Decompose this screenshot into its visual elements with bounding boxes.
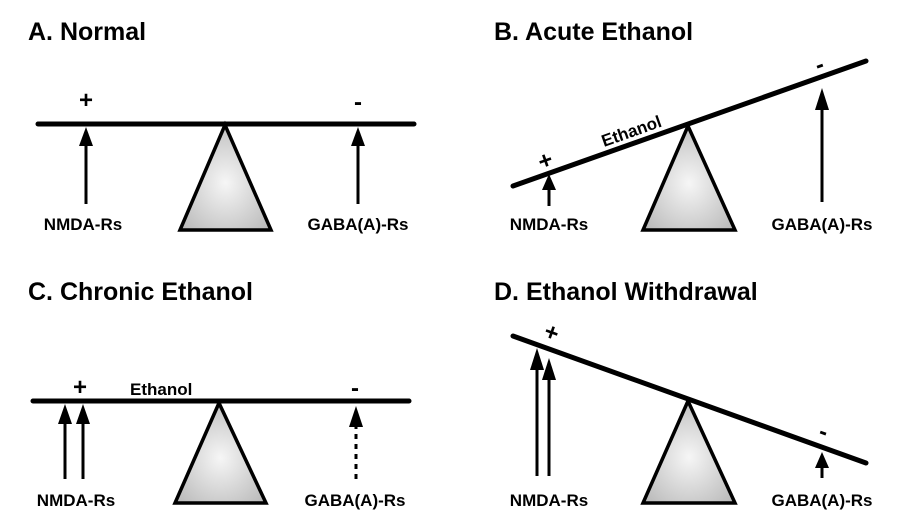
nmda-arrow [79, 127, 93, 204]
fulcrum [177, 120, 274, 232]
fulcrum [640, 396, 738, 505]
nmda-arrow [542, 358, 556, 476]
panel-b: B. Acute Ethanol Ethanol + - NMDA-Rs GAB… [494, 18, 873, 234]
nmda-arrow [76, 404, 90, 479]
minus-sign: - [811, 51, 828, 79]
minus-sign: - [351, 375, 359, 402]
gaba-label: GABA(A)-Rs [771, 491, 872, 510]
ethanol-label: Ethanol [130, 380, 192, 399]
gaba-label: GABA(A)-Rs [304, 491, 405, 510]
minus-sign: - [354, 89, 362, 116]
gaba-arrow-dashed [349, 406, 363, 479]
nmda-label: NMDA-Rs [510, 215, 588, 234]
seesaw-beam [510, 333, 869, 466]
plus-sign: + [534, 146, 556, 176]
seesaw-beam [510, 58, 869, 189]
gaba-arrow [815, 452, 829, 478]
panel-b-title: B. Acute Ethanol [494, 18, 693, 46]
panel-d: D. Ethanol Withdrawal + - NMDA-Rs GABA(A… [494, 278, 873, 510]
gaba-arrow [351, 127, 365, 204]
gaba-label: GABA(A)-Rs [307, 215, 408, 234]
panel-a-title: A. Normal [28, 18, 146, 46]
plus-sign: + [79, 87, 93, 114]
fulcrum [640, 121, 738, 232]
fulcrum [172, 398, 269, 505]
gaba-label: GABA(A)-Rs [771, 215, 872, 234]
minus-sign: - [815, 418, 832, 446]
gaba-arrow [815, 88, 829, 202]
nmda-label: NMDA-Rs [510, 491, 588, 510]
panel-d-title: D. Ethanol Withdrawal [494, 278, 758, 306]
panel-c: C. Chronic Ethanol + Ethanol - NMDA-Rs G… [28, 278, 412, 510]
plus-sign: + [73, 374, 87, 401]
nmda-arrow [530, 348, 544, 476]
panel-a: A. Normal + - NMDA-Rs GABA(A)-Rs [28, 18, 417, 234]
nmda-arrow [58, 404, 72, 479]
nmda-arrow [542, 174, 556, 206]
nmda-label: NMDA-Rs [37, 491, 115, 510]
plus-sign: + [540, 318, 562, 348]
nmda-label: NMDA-Rs [44, 215, 122, 234]
panel-c-title: C. Chronic Ethanol [28, 278, 253, 306]
